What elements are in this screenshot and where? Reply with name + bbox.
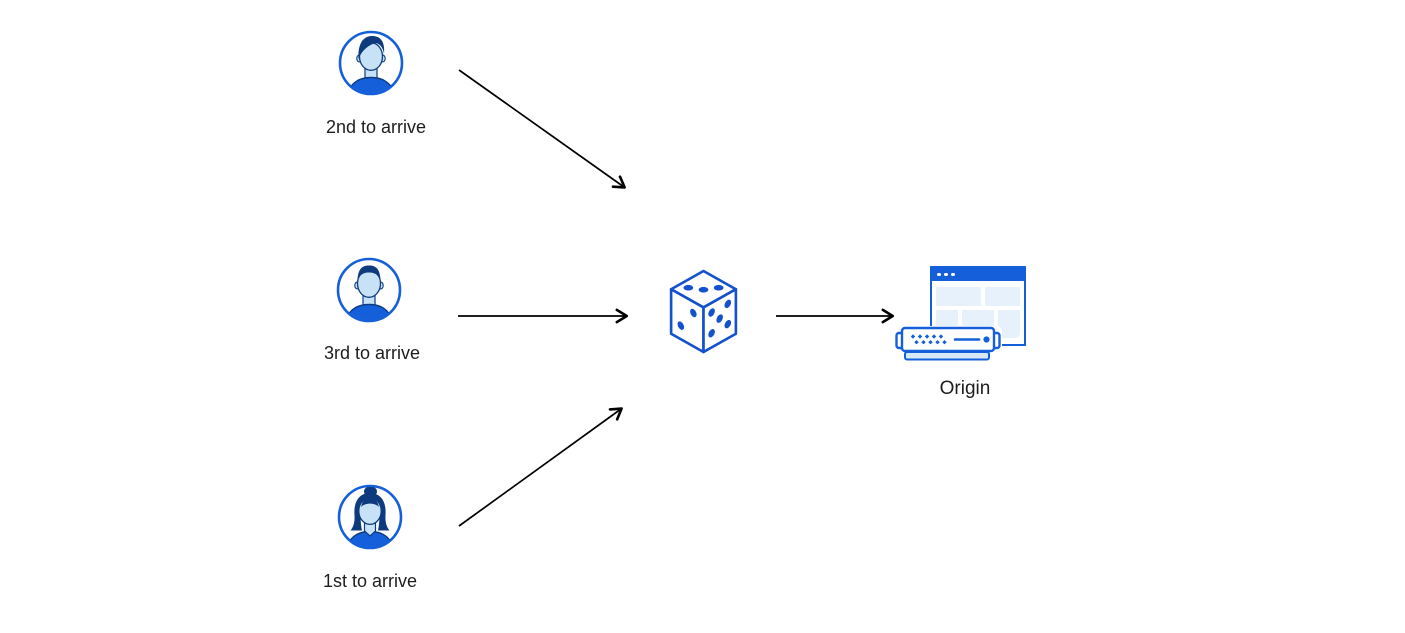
- window-dot-icon: [951, 272, 955, 277]
- content-block: [936, 310, 958, 326]
- browser-titlebar: [932, 268, 1024, 281]
- server-icon: [894, 326, 1002, 362]
- server-indicator-dot: [983, 336, 990, 343]
- dice-icon: [669, 269, 738, 354]
- origin-label: Origin: [939, 378, 991, 399]
- client-2nd-label: 2nd to arrive: [325, 117, 427, 137]
- content-block: [998, 310, 1020, 338]
- person-avatar-icon: [336, 257, 402, 323]
- client-3rd-label: 3rd to arrive: [323, 343, 421, 363]
- person-avatar-icon: [338, 30, 404, 96]
- window-dot-icon: [944, 272, 948, 277]
- arrow-client-1st-to-dice: [458, 407, 623, 527]
- content-block: [936, 287, 981, 306]
- client-1st-label: 1st to arrive: [322, 571, 418, 591]
- person-avatar-icon: [337, 484, 403, 550]
- content-block: [962, 310, 994, 326]
- server-vents: [910, 334, 947, 345]
- content-block: [985, 287, 1020, 306]
- arrow-client-2nd-to-dice: [458, 69, 626, 189]
- window-dot-icon: [937, 272, 941, 277]
